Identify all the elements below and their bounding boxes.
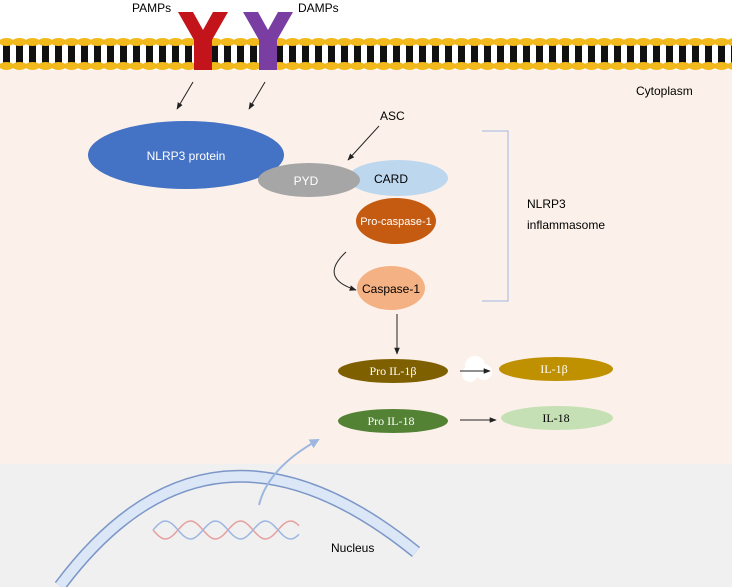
pro-il-18-label: Pro IL-18 xyxy=(368,414,415,428)
pro-caspase-1-node xyxy=(356,198,436,244)
pamps-label: PAMPs xyxy=(132,1,171,15)
il-1b-node xyxy=(499,357,613,381)
inflammasome-label-line2: inflammasome xyxy=(527,218,605,232)
arrow-damps-to-nlrp3 xyxy=(248,81,266,110)
il-18-label: IL-18 xyxy=(542,411,569,425)
cytoplasm-label: Cytoplasm xyxy=(636,84,693,98)
pro-il-1b-node xyxy=(338,359,448,383)
caspase-1-label: Caspase-1 xyxy=(362,282,420,296)
caspase-1-node xyxy=(357,266,425,310)
card-label: CARD xyxy=(374,172,408,186)
pyd-node xyxy=(258,163,360,197)
extracellular-space xyxy=(0,0,732,38)
il-1b-label: IL-1β xyxy=(540,362,567,376)
mrna-export-arrow xyxy=(258,439,320,506)
nuclear-envelope xyxy=(55,471,420,587)
nucleus-label: Nucleus xyxy=(331,541,374,555)
cell-membrane xyxy=(0,38,732,70)
cytoplasm-region xyxy=(0,70,732,464)
nlrp3-protein-node xyxy=(88,121,284,189)
pamps-receptor xyxy=(178,12,228,70)
dna-strand-blue xyxy=(152,520,300,540)
asc-label: ASC xyxy=(380,109,405,123)
arrow-cleavage xyxy=(333,251,357,291)
damps-label: DAMPs xyxy=(298,1,339,15)
arrow-pamps-to-nlrp3 xyxy=(176,81,194,110)
pro-il-1b-label: Pro IL-1β xyxy=(369,364,416,378)
inflammasome-bracket xyxy=(482,130,509,302)
card-node xyxy=(348,160,448,196)
pro-il-18-node xyxy=(338,409,448,433)
damps-receptor xyxy=(243,12,293,70)
arrow-asc xyxy=(347,125,380,161)
inflammasome-label-line1: NLRP3 xyxy=(527,197,566,211)
pyd-label: PYD xyxy=(294,174,319,188)
il-18-node xyxy=(501,406,613,430)
nlrp3-protein-label: NLRP3 protein xyxy=(147,149,226,163)
dna-strand-red xyxy=(152,520,300,540)
pro-caspase-1-label: Pro-caspase-1 xyxy=(360,216,432,228)
